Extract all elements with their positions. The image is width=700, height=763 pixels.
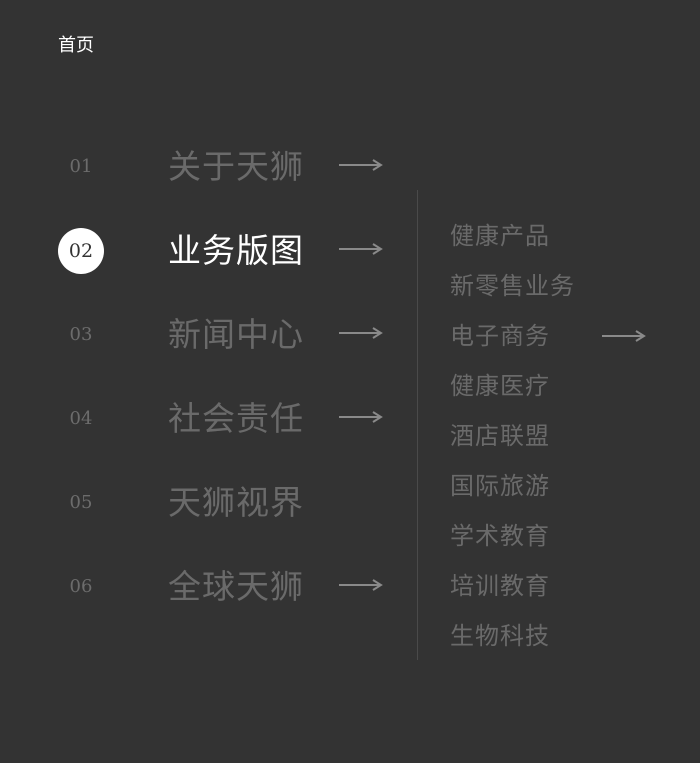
submenu-item-label: 学术教育: [450, 522, 550, 550]
submenu-item-new-retail[interactable]: 新零售业务: [450, 268, 670, 304]
menu-item-label: 社会责任: [168, 399, 304, 438]
submenu-item-ecommerce[interactable]: 电子商务: [450, 318, 670, 354]
menu-item-label: 天狮视界: [168, 483, 304, 522]
menu-item-number: 03: [69, 324, 93, 345]
menu-item-number: 06: [69, 576, 93, 597]
submenu-item-training-education[interactable]: 培训教育: [450, 568, 670, 604]
submenu-item-healthcare[interactable]: 健康医疗: [450, 368, 670, 404]
submenu-item-label: 电子商务: [450, 322, 550, 350]
arrow-right-icon: [339, 327, 383, 339]
menu-item-vision[interactable]: 05 天狮视界: [56, 480, 396, 530]
submenu-item-label: 生物科技: [450, 622, 550, 650]
home-link[interactable]: 首页: [58, 35, 94, 56]
menu-item-number-active: 02: [58, 228, 104, 274]
arrow-right-icon: [339, 579, 383, 591]
menu-item-label: 业务版图: [168, 231, 304, 270]
menu-item-label: 关于天狮: [168, 147, 304, 186]
menu-item-news[interactable]: 03 新闻中心: [56, 312, 396, 362]
arrow-right-icon: [602, 330, 646, 342]
menu-item-number: 04: [69, 408, 93, 429]
submenu-item-label: 酒店联盟: [450, 422, 550, 450]
submenu-item-biotech[interactable]: 生物科技: [450, 618, 670, 654]
submenu-item-international-travel[interactable]: 国际旅游: [450, 468, 670, 504]
arrow-right-icon: [339, 159, 383, 171]
menu-item-label: 新闻中心: [168, 315, 304, 354]
submenu-item-academic-education[interactable]: 学术教育: [450, 518, 670, 554]
submenu-item-label: 健康医疗: [450, 372, 550, 400]
submenu-item-health-products[interactable]: 健康产品: [450, 218, 670, 254]
menu-item-about[interactable]: 01 关于天狮: [56, 144, 396, 194]
submenu-item-hotel-alliance[interactable]: 酒店联盟: [450, 418, 670, 454]
submenu-item-label: 健康产品: [450, 222, 550, 250]
menu-item-global[interactable]: 06 全球天狮: [56, 564, 396, 614]
submenu-item-label: 国际旅游: [450, 472, 550, 500]
menu-item-responsibility[interactable]: 04 社会责任: [56, 396, 396, 446]
menu-item-label: 全球天狮: [168, 567, 304, 606]
submenu-item-label: 新零售业务: [450, 272, 575, 300]
menu-item-number: 05: [69, 492, 93, 513]
submenu-item-label: 培训教育: [450, 572, 550, 600]
menu-divider: [417, 190, 418, 660]
menu-item-business[interactable]: 02 业务版图: [56, 228, 396, 278]
arrow-right-icon: [339, 243, 383, 255]
menu-item-number: 01: [69, 156, 93, 177]
arrow-right-icon: [339, 411, 383, 423]
